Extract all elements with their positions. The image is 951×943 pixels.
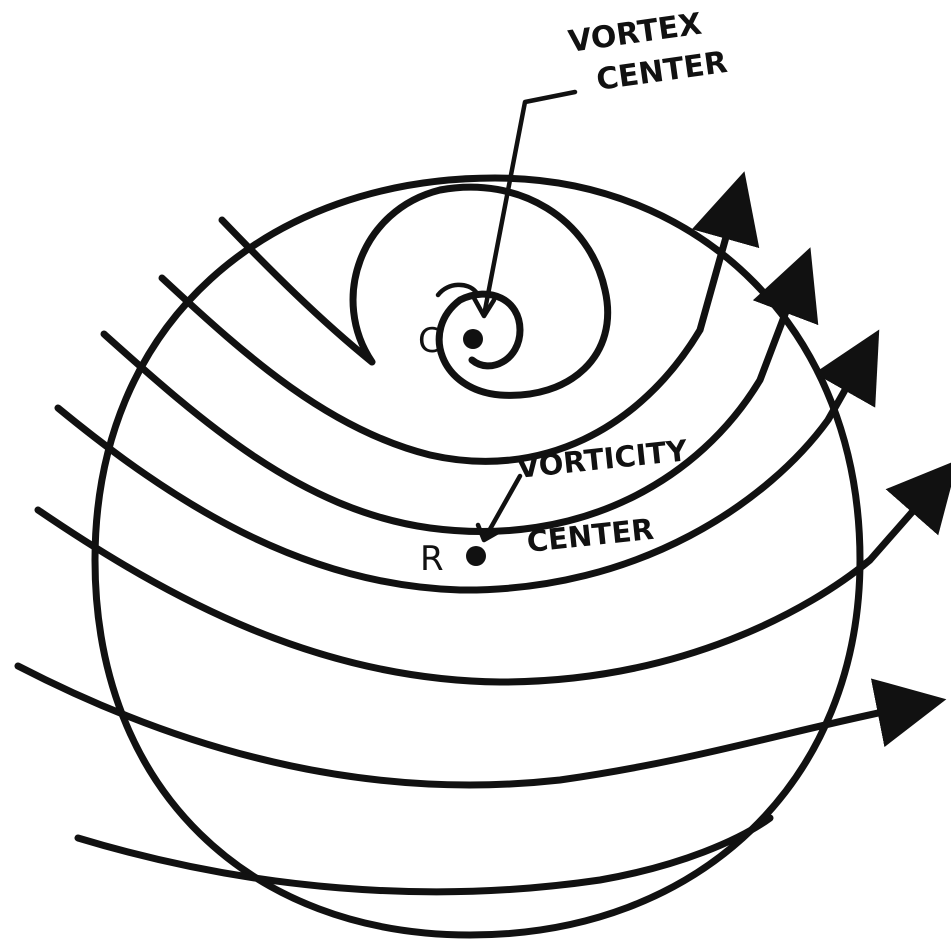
streamline-5 <box>38 486 935 682</box>
spiral-streamline <box>222 187 608 395</box>
streamline-7 <box>78 818 770 892</box>
point-c-label: C <box>418 321 442 361</box>
point-r-label: R <box>420 539 444 579</box>
vorticity-center-dot <box>466 546 486 566</box>
vorticity-center-label-line2: CENTER <box>525 512 655 559</box>
vortex-center-dot <box>463 329 483 349</box>
streamline-4 <box>58 360 862 590</box>
